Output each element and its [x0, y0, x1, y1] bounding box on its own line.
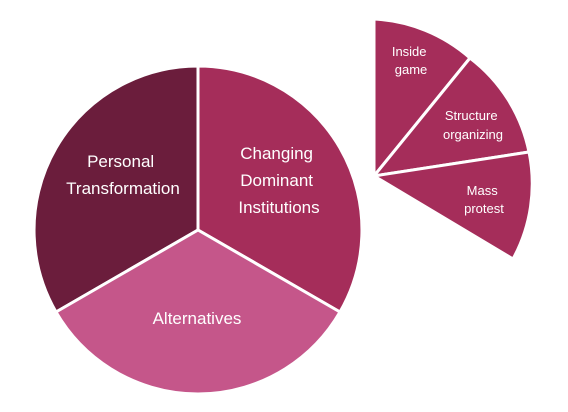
- label-line: Structure: [445, 108, 498, 123]
- label-line: Personal: [87, 152, 154, 171]
- segment-personal-transformation: [32, 64, 200, 315]
- label-line: organizing: [443, 127, 503, 142]
- label-line: Changing: [240, 144, 313, 163]
- label-line: Transformation: [66, 179, 180, 198]
- segment-mass-protest: [369, 150, 534, 262]
- label-structure-organizing: Structure organizing: [443, 108, 503, 142]
- label-alternatives: Alternatives: [153, 309, 242, 328]
- label-changing-dominant-institutions: Changing Dominant Institutions: [238, 144, 319, 217]
- segment-inside-game: [372, 17, 473, 181]
- label-line: Mass: [467, 183, 499, 198]
- segment-structure-organizing: [370, 55, 531, 179]
- segment-changing-dominant-institutions: [196, 64, 364, 315]
- label-line: protest: [464, 201, 504, 216]
- label-mass-protest: Mass protest: [464, 183, 504, 216]
- segment-alternatives: [53, 228, 343, 396]
- detail-fan: Inside game Structure organizing Mass pr…: [369, 17, 534, 262]
- main-pie: Personal Transformation Changing Dominan…: [32, 64, 364, 396]
- label-line: Alternatives: [153, 309, 242, 328]
- label-personal-transformation: Personal Transformation: [66, 152, 180, 198]
- label-line: game: [395, 62, 428, 77]
- label-line: Institutions: [238, 198, 319, 217]
- label-inside-game: Inside game: [392, 44, 430, 77]
- label-line: Dominant: [240, 171, 313, 190]
- label-line: Inside: [392, 44, 427, 59]
